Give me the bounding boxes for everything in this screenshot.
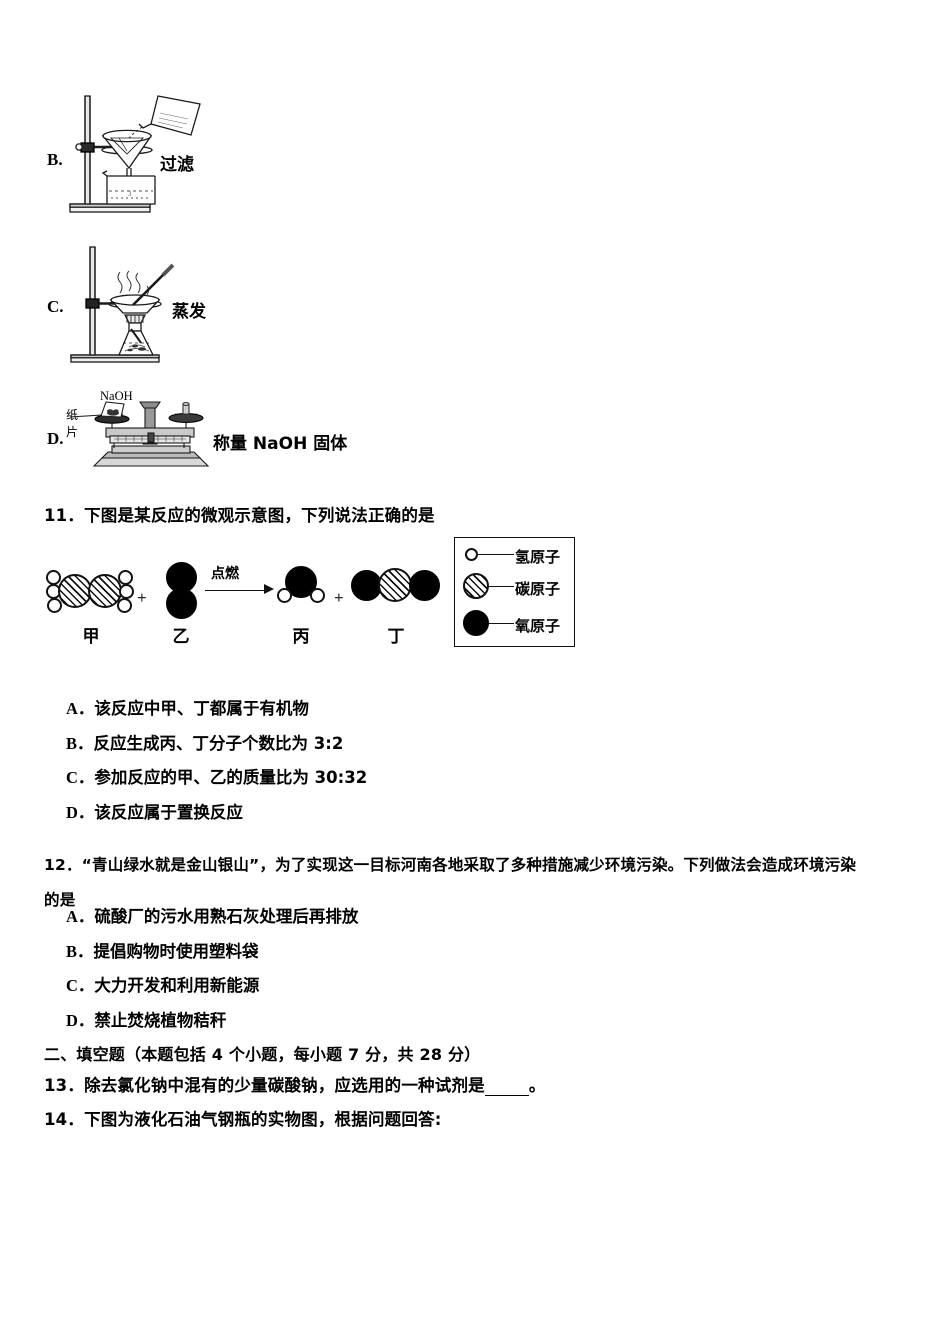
reaction-arrow-head — [264, 584, 274, 594]
q12-choice-c-text: 大力开发和利用新能源 — [94, 976, 260, 995]
question-12-stem-line1: 12．“青山绿水就是金山银山”，为了实现这一目标河南各地采取了多种措施减少环境污… — [44, 853, 856, 875]
question-11-text: 下图是某反应的微观示意图，下列说法正确的是 — [84, 506, 435, 525]
q11-choice-a-letter: A． — [66, 699, 95, 718]
legend-carbon-icon — [463, 573, 489, 599]
svg-text:3: 3 — [128, 190, 132, 198]
question-12-text-1: “青山绿水就是金山银山”，为了实现这一目标河南各地采取了多种措施减少环境污染。下… — [81, 856, 857, 874]
question-13-text: 除去氯化钠中混有的少量碳酸钠，应选用的一种试剂是 — [84, 1076, 485, 1095]
legend-hydrogen-label: 氢原子 — [515, 548, 561, 566]
atom-legend: 氢原子 碳原子 氧原子 — [454, 537, 575, 647]
oxygen-atom — [166, 588, 197, 619]
q11-choice-b-text: 反应生成丙、丁分子个数比为 3:2 — [93, 734, 344, 753]
question-14: 14．下图为液化石油气钢瓶的实物图，根据问题回答: — [44, 1106, 442, 1130]
question-13-period: 。 — [528, 1076, 546, 1095]
q11-choice-b-letter: B． — [66, 734, 94, 753]
q12-choice-b: B．提倡购物时使用塑料袋 — [66, 938, 259, 962]
option-b-letter: B. — [47, 150, 63, 169]
question-12-number: 12． — [44, 856, 82, 874]
legend-oxygen-icon — [463, 610, 489, 636]
option-d-letter: D. — [47, 429, 64, 448]
question-11-number: 11． — [44, 506, 85, 525]
hydrogen-atom — [277, 588, 292, 603]
q12-choice-d-letter: D． — [66, 1011, 95, 1030]
legend-carbon-leader — [489, 586, 514, 587]
q12-choice-a-text: 硫酸厂的污水用熟石灰处理后再排放 — [94, 907, 359, 926]
hydrogen-atom — [117, 598, 132, 613]
legend-carbon-label: 碳原子 — [515, 580, 561, 598]
evaporation-apparatus — [63, 243, 213, 371]
option-d-caption: 称量 NaOH 固体 — [213, 434, 348, 454]
carbon-atom — [378, 568, 412, 602]
molecule-jia — [46, 566, 156, 618]
reaction-plus-2: + — [334, 588, 344, 607]
question-13: 13．除去氯化钠中混有的少量碳酸钠，应选用的一种试剂是 。 — [44, 1072, 546, 1096]
q11-choice-c-text: 参加反应的甲、乙的质量比为 30:32 — [94, 768, 368, 787]
question-13-answer-blank[interactable] — [484, 1082, 529, 1096]
q11-choice-c: C．参加反应的甲、乙的质量比为 30:32 — [66, 764, 367, 788]
molecule-ding-label: 丁 — [387, 627, 405, 647]
q12-choice-b-letter: B． — [66, 942, 94, 961]
option-b-caption: 过滤 — [160, 155, 194, 175]
molecule-bing — [277, 566, 329, 616]
q11-choice-c-letter: C． — [66, 768, 95, 787]
q12-choice-a: A．硫酸厂的污水用熟石灰处理后再排放 — [66, 903, 358, 927]
option-c-caption: 蒸发 — [172, 302, 206, 322]
q11-choice-a-text: 该反应中甲、丁都属于有机物 — [94, 699, 309, 718]
hydrogen-atom — [47, 598, 62, 613]
question-12-stem-line2: 的是 — [44, 891, 76, 909]
question-14-number: 14． — [44, 1110, 85, 1129]
hydrogen-atom — [119, 584, 134, 599]
naoh-figure-label: NaOH — [100, 389, 133, 403]
reaction-condition-label: 点燃 — [211, 566, 239, 582]
paper-label-line1: 纸 — [66, 408, 79, 422]
q11-choice-d: D．该反应属于置换反应 — [66, 799, 243, 823]
question-13-number: 13． — [44, 1076, 85, 1095]
q11-choice-b: B．反应生成丙、丁分子个数比为 3:2 — [66, 730, 343, 754]
reaction-arrow-shaft — [205, 590, 267, 591]
molecule-yi-label: 乙 — [172, 627, 190, 647]
molecule-bing-label: 丙 — [292, 627, 310, 647]
oxygen-atom — [409, 570, 440, 601]
legend-hydrogen-leader — [478, 554, 514, 555]
q12-choice-a-letter: A． — [66, 907, 95, 926]
carbon-atom — [88, 574, 122, 608]
hydrogen-atom — [310, 588, 325, 603]
q12-choice-d-text: 禁止焚烧植物秸秆 — [94, 1011, 227, 1030]
question-14-text: 下图为液化石油气钢瓶的实物图，根据问题回答: — [84, 1110, 442, 1129]
molecule-jia-label: 甲 — [82, 627, 100, 647]
molecule-yi — [166, 562, 208, 622]
q11-choice-a: A．该反应中甲、丁都属于有机物 — [66, 695, 309, 719]
section-2-heading: 二、填空题（本题包括 4 个小题，每小题 7 分，共 28 分） — [44, 1045, 481, 1064]
hydrogen-atom — [118, 570, 133, 585]
q12-choice-c: C．大力开发和利用新能源 — [66, 972, 259, 996]
legend-oxygen-label: 氧原子 — [515, 617, 561, 635]
q12-choice-d: D．禁止焚烧植物秸秆 — [66, 1007, 226, 1031]
q11-choice-d-text: 该反应属于置换反应 — [94, 803, 243, 822]
option-c-letter: C. — [47, 297, 64, 316]
legend-oxygen-leader — [489, 623, 514, 624]
q12-choice-b-text: 提倡购物时使用塑料袋 — [93, 942, 259, 961]
balance-apparatus — [69, 392, 214, 470]
question-11-stem: 11．下图是某反应的微观示意图，下列说法正确的是 — [44, 502, 435, 526]
carbon-atom — [58, 574, 92, 608]
paper-label-line2: 片 — [66, 425, 79, 439]
legend-hydrogen-icon — [465, 548, 478, 561]
q12-choice-c-letter: C． — [66, 976, 95, 995]
reaction-plus-1: + — [137, 588, 147, 607]
filtration-apparatus: 3 — [63, 88, 213, 220]
q11-choice-d-letter: D． — [66, 803, 95, 822]
molecule-ding — [351, 568, 443, 608]
